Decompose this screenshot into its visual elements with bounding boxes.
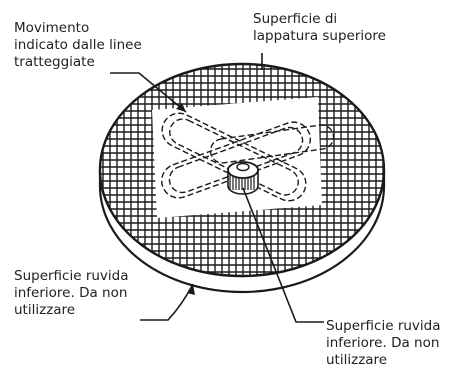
label-bottom-rough-surface-left: Superficie ruvida inferiore. Da non util… [14, 268, 189, 319]
label-top-lapping-surface: Superficie di lappatura superiore [253, 11, 453, 45]
label-movement: Movimento indicato dalle linee tratteggi… [14, 20, 184, 71]
lapping-area [152, 97, 322, 218]
label-bottom-rough-surface-right: Superficie ruvida inferiore. Da non util… [326, 318, 464, 369]
